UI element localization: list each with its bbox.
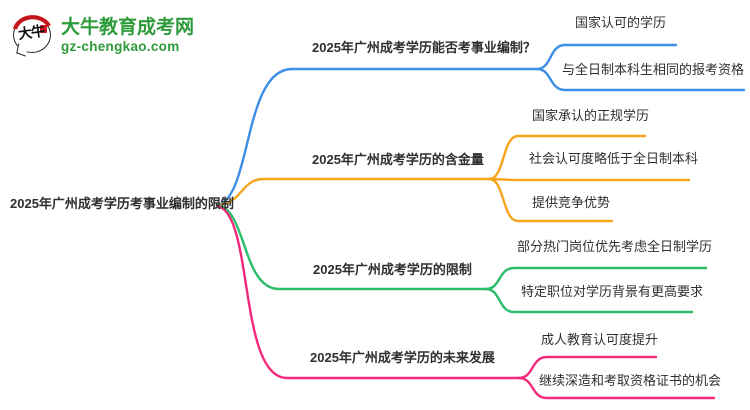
branch-2-subtopic-1[interactable]: 特定职位对学历背景有更高要求 [521, 284, 704, 299]
logo-red-arc-icon [12, 15, 51, 30]
branch-topic-0[interactable]: 2025年广州成考学历能否考事业编制？ [312, 40, 536, 55]
logo-bubble-icon: 大牛 [12, 14, 54, 57]
branch-topic-1[interactable]: 2025年广州成考学历的含金量 [312, 152, 484, 167]
branch-1-child-2-line [487, 177, 614, 223]
site-logo[interactable]: 大牛 大牛教育成考网 gz-chengkao.com [12, 14, 194, 57]
branch-1-child-0-line [487, 134, 647, 181]
branch-1-line [215, 177, 491, 207]
branch-0-subtopic-0[interactable]: 国家认可的学历 [575, 15, 667, 30]
branch-0-child-1-line [535, 67, 746, 92]
branch-0-line [215, 67, 539, 207]
logo-text: 大牛教育成考网 gz-chengkao.com [61, 14, 194, 55]
branch-0-child-0-line [535, 43, 678, 71]
branch-1-subtopic-1[interactable]: 社会认可度略低于全日制本科 [529, 151, 699, 166]
branch-topic-3[interactable]: 2025年广州成考学历的未来发展 [310, 350, 495, 365]
branch-1-subtopic-2[interactable]: 提供竞争优势 [532, 195, 611, 210]
branch-2-child-0-line [484, 266, 708, 291]
branch-2-subtopic-0[interactable]: 部分热门岗位优先考虑全日制学历 [517, 239, 713, 254]
logo-seal-icon [40, 25, 47, 33]
branch-3-subtopic-1[interactable]: 继续深造和考取资格证书的机会 [539, 373, 722, 388]
branch-2-child-1-line [484, 287, 694, 314]
branch-3-line [215, 204, 521, 380]
branch-topic-2[interactable]: 2025年广州成考学历的限制 [313, 262, 472, 277]
branch-3-child-0-line [517, 355, 658, 380]
logo-url: gz-chengkao.com [61, 38, 180, 54]
branch-0-subtopic-1[interactable]: 与全日制本科生相同的报考资格 [562, 62, 745, 77]
branch-1-subtopic-0[interactable]: 国家承认的正规学历 [532, 108, 650, 123]
branch-1-child-1-line [487, 177, 691, 182]
branch-2-line [215, 203, 488, 291]
logo-decor [12, 15, 51, 33]
branch-3-subtopic-0[interactable]: 成人教育认可度提升 [541, 332, 659, 347]
logo-title: 大牛教育成考网 [61, 17, 195, 38]
central-topic[interactable]: 2025年广州成考学历考事业编制的限制 [10, 196, 234, 211]
branch-3-child-1-line [517, 376, 716, 400]
